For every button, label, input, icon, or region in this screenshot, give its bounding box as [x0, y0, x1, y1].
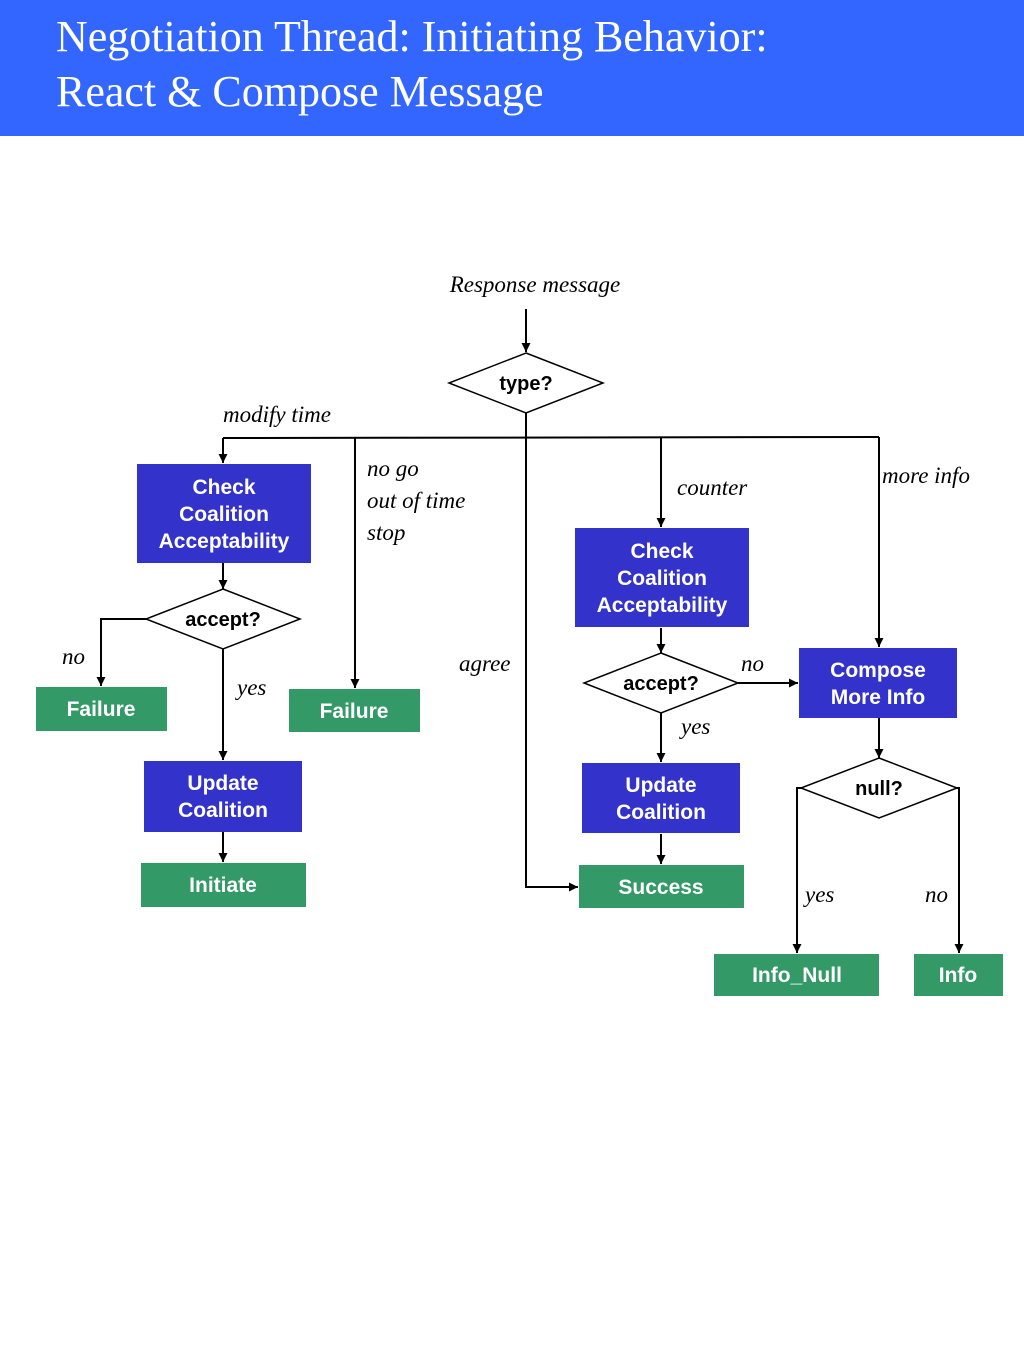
svg-text:Acceptability: Acceptability [159, 530, 290, 553]
svg-text:accept?: accept? [623, 673, 699, 695]
edge-label-null-no: no [925, 882, 948, 907]
edge-label-null-yes: yes [803, 882, 834, 907]
type-decision-label: type? [499, 373, 552, 395]
accept-decision-right: accept? [581, 652, 741, 714]
svg-text:Success: Success [618, 876, 703, 899]
svg-text:Failure: Failure [67, 698, 136, 721]
arrow-null-no [954, 787, 964, 953]
edge-label-stop: stop [367, 520, 405, 545]
edge-label-no-go: no go [367, 456, 419, 481]
svg-text:Initiate: Initiate [189, 874, 257, 897]
edge-label-left-yes: yes [235, 675, 266, 700]
svg-text:More Info: More Info [831, 686, 926, 709]
svg-text:Coalition: Coalition [179, 503, 269, 526]
accept-decision-left: accept? [143, 588, 303, 650]
arrow-agree-to-success [525, 437, 578, 892]
svg-text:Acceptability: Acceptability [597, 594, 728, 617]
title-line-2: React & Compose Message [56, 67, 544, 116]
title-banner: Negotiation Thread: Initiating Behavior:… [0, 0, 1024, 136]
null-decision: null? [798, 757, 960, 819]
compose-more-info: Compose More Info [799, 648, 957, 718]
svg-text:Info: Info [939, 964, 977, 987]
title-line-1: Negotiation Thread: Initiating Behavior: [56, 12, 768, 61]
update-coalition-right: Update Coalition [582, 763, 740, 833]
edge-label-right-yes: yes [679, 714, 710, 739]
svg-text:Info_Null: Info_Null [752, 964, 842, 987]
svg-text:Check: Check [192, 476, 255, 499]
arrow-accept-no-failure [96, 618, 147, 686]
svg-text:Check: Check [630, 540, 693, 563]
start-label: Response message [449, 272, 621, 297]
arrow-null-yes [792, 787, 803, 953]
edge-label-more-info: more info [882, 463, 970, 488]
svg-text:Coalition: Coalition [616, 801, 706, 824]
failure-mid: Failure [289, 689, 420, 732]
info-null: Info_Null [714, 954, 879, 996]
edge-label-right-no: no [741, 651, 764, 676]
svg-text:Coalition: Coalition [617, 567, 707, 590]
info: Info [914, 954, 1003, 996]
svg-text:Update: Update [187, 772, 258, 795]
edge-label-modify-time: modify time [223, 402, 331, 427]
check-acceptability-left: Check Coalition Acceptability [137, 464, 311, 563]
svg-text:Update: Update [625, 774, 696, 797]
svg-text:Failure: Failure [320, 700, 389, 723]
update-coalition-left: Update Coalition [144, 761, 302, 832]
edge-label-out-of-time: out of time [367, 488, 465, 513]
failure-left: Failure [36, 687, 167, 731]
edge-label-left-no: no [62, 644, 85, 669]
success: Success [579, 865, 744, 908]
svg-text:Compose: Compose [830, 659, 926, 682]
type-decision: type? [446, 352, 606, 414]
check-acceptability-right: Check Coalition Acceptability [575, 528, 749, 627]
edge-label-counter: counter [677, 475, 748, 500]
svg-text:Coalition: Coalition [178, 799, 268, 822]
line-branch-bar [222, 436, 880, 439]
svg-text:accept?: accept? [185, 609, 261, 631]
initiate: Initiate [141, 863, 306, 907]
svg-text:null?: null? [855, 778, 903, 800]
edge-label-agree: agree [459, 651, 511, 676]
